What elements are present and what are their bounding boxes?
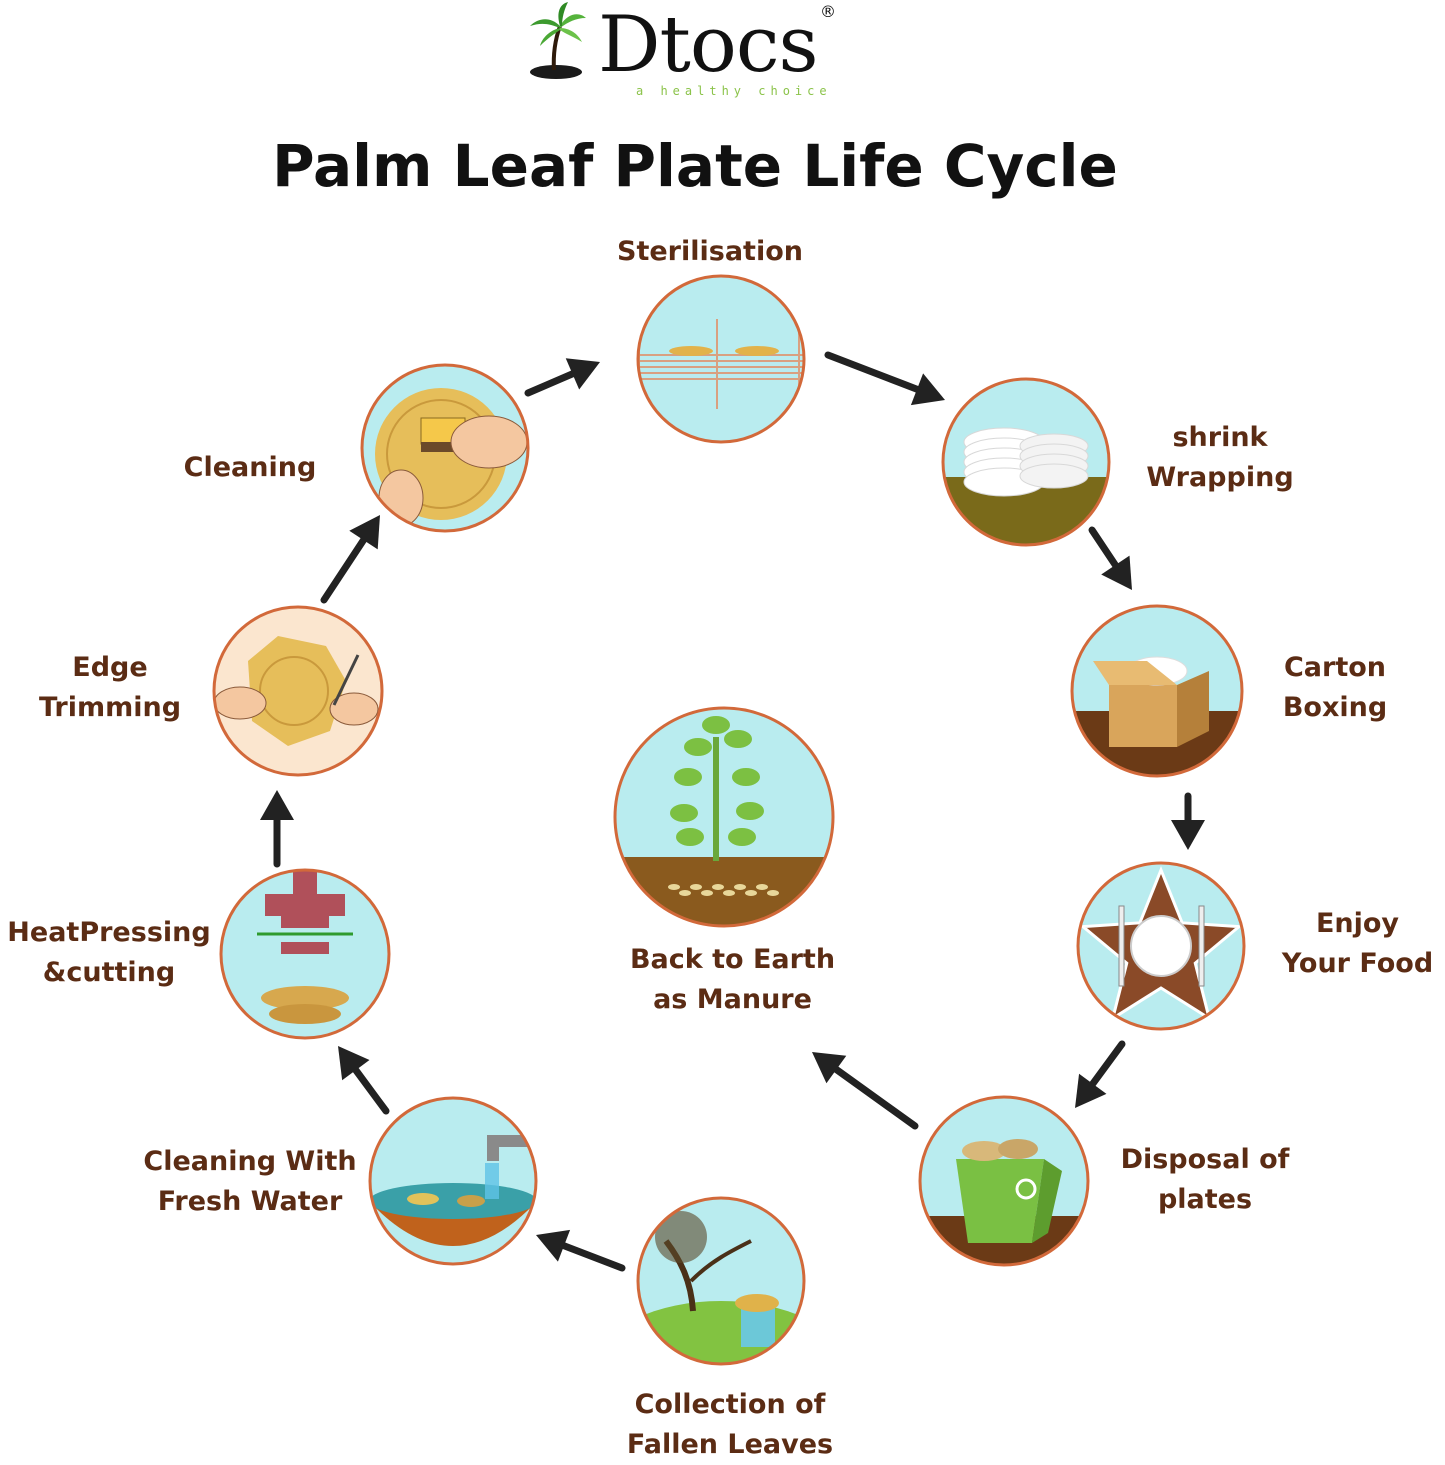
sapling-icon [613, 706, 835, 928]
flow-arrow [524, 358, 600, 397]
plate-cutlery-icon [1076, 861, 1246, 1031]
step-label-cleaning-water: Cleaning With Fresh Water [125, 1142, 375, 1222]
step-label-line: Cleaning With [143, 1146, 357, 1177]
heat-press-icon [219, 868, 391, 1040]
sterilisation-icon [636, 274, 806, 444]
step-label-line: plates [1157, 1184, 1253, 1215]
step-label-line: HeatPressing [7, 917, 211, 948]
step-label-enjoy-food: Enjoy Your Food [1270, 904, 1445, 984]
flow-arrow [1088, 526, 1132, 590]
step-label-disposal: Disposal of plates [1100, 1140, 1310, 1220]
step-label-line: Cleaning [183, 452, 317, 483]
step-label-sterilisation: Sterilisation [600, 232, 820, 272]
step-label-carton-boxing: Carton Boxing [1255, 648, 1415, 728]
scissors-icon [212, 605, 384, 777]
brand-name: Dtocs [598, 0, 819, 90]
step-label-line: Trimming [38, 692, 182, 723]
step-label-line: Fresh Water [157, 1186, 343, 1217]
step-label-heat-pressing: HeatPressing &cutting [0, 913, 218, 993]
flow-arrow [1075, 1040, 1126, 1108]
step-label-edge-trimming: Edge Trimming [20, 648, 200, 728]
center-label-line: Back to Earth [629, 944, 836, 975]
step-label-collection: Collection of Fallen Leaves [600, 1385, 860, 1465]
step-label-line: Your Food [1281, 948, 1434, 979]
flow-arrow [824, 351, 945, 406]
shrink-wrap-icon [941, 377, 1111, 547]
flow-arrow [536, 1229, 626, 1272]
step-label-shrink-wrapping: shrink Wrapping [1120, 418, 1320, 498]
flow-arrow [1171, 792, 1205, 850]
step-label-line: Fallen Leaves [626, 1429, 834, 1460]
step-label-line: shrink [1172, 422, 1268, 453]
center-label: Back to Earth as Manure [590, 940, 875, 1020]
flow-arrow [260, 790, 294, 868]
step-label-line: Boxing [1282, 692, 1388, 723]
step-label-line: &cutting [42, 957, 176, 988]
flow-arrow [320, 515, 380, 604]
sponge-icon [360, 363, 530, 533]
recycle-bin-icon [918, 1095, 1090, 1267]
tree-leaves-icon [636, 1196, 806, 1366]
step-label-line: Disposal of [1120, 1144, 1290, 1175]
step-label-line: Edge [72, 652, 148, 683]
registered-mark: ® [820, 2, 836, 21]
flow-arrow [812, 1052, 919, 1130]
step-label-line: Wrapping [1146, 462, 1294, 493]
water-tap-icon [368, 1096, 538, 1266]
step-label-line: Collection of [634, 1389, 826, 1420]
step-label-line: Enjoy [1315, 908, 1400, 939]
palm-tree-logo-icon [530, 2, 586, 79]
center-label-line: as Manure [653, 984, 812, 1015]
step-label-line: Sterilisation [617, 236, 803, 267]
step-label-line: Carton [1283, 652, 1387, 683]
page-title: Palm Leaf Plate Life Cycle [272, 132, 1118, 200]
step-label-cleaning: Cleaning [160, 448, 340, 488]
flow-arrow [338, 1046, 390, 1115]
brand-tagline: a healthy choice [636, 84, 832, 98]
carton-box-icon [1070, 604, 1244, 778]
